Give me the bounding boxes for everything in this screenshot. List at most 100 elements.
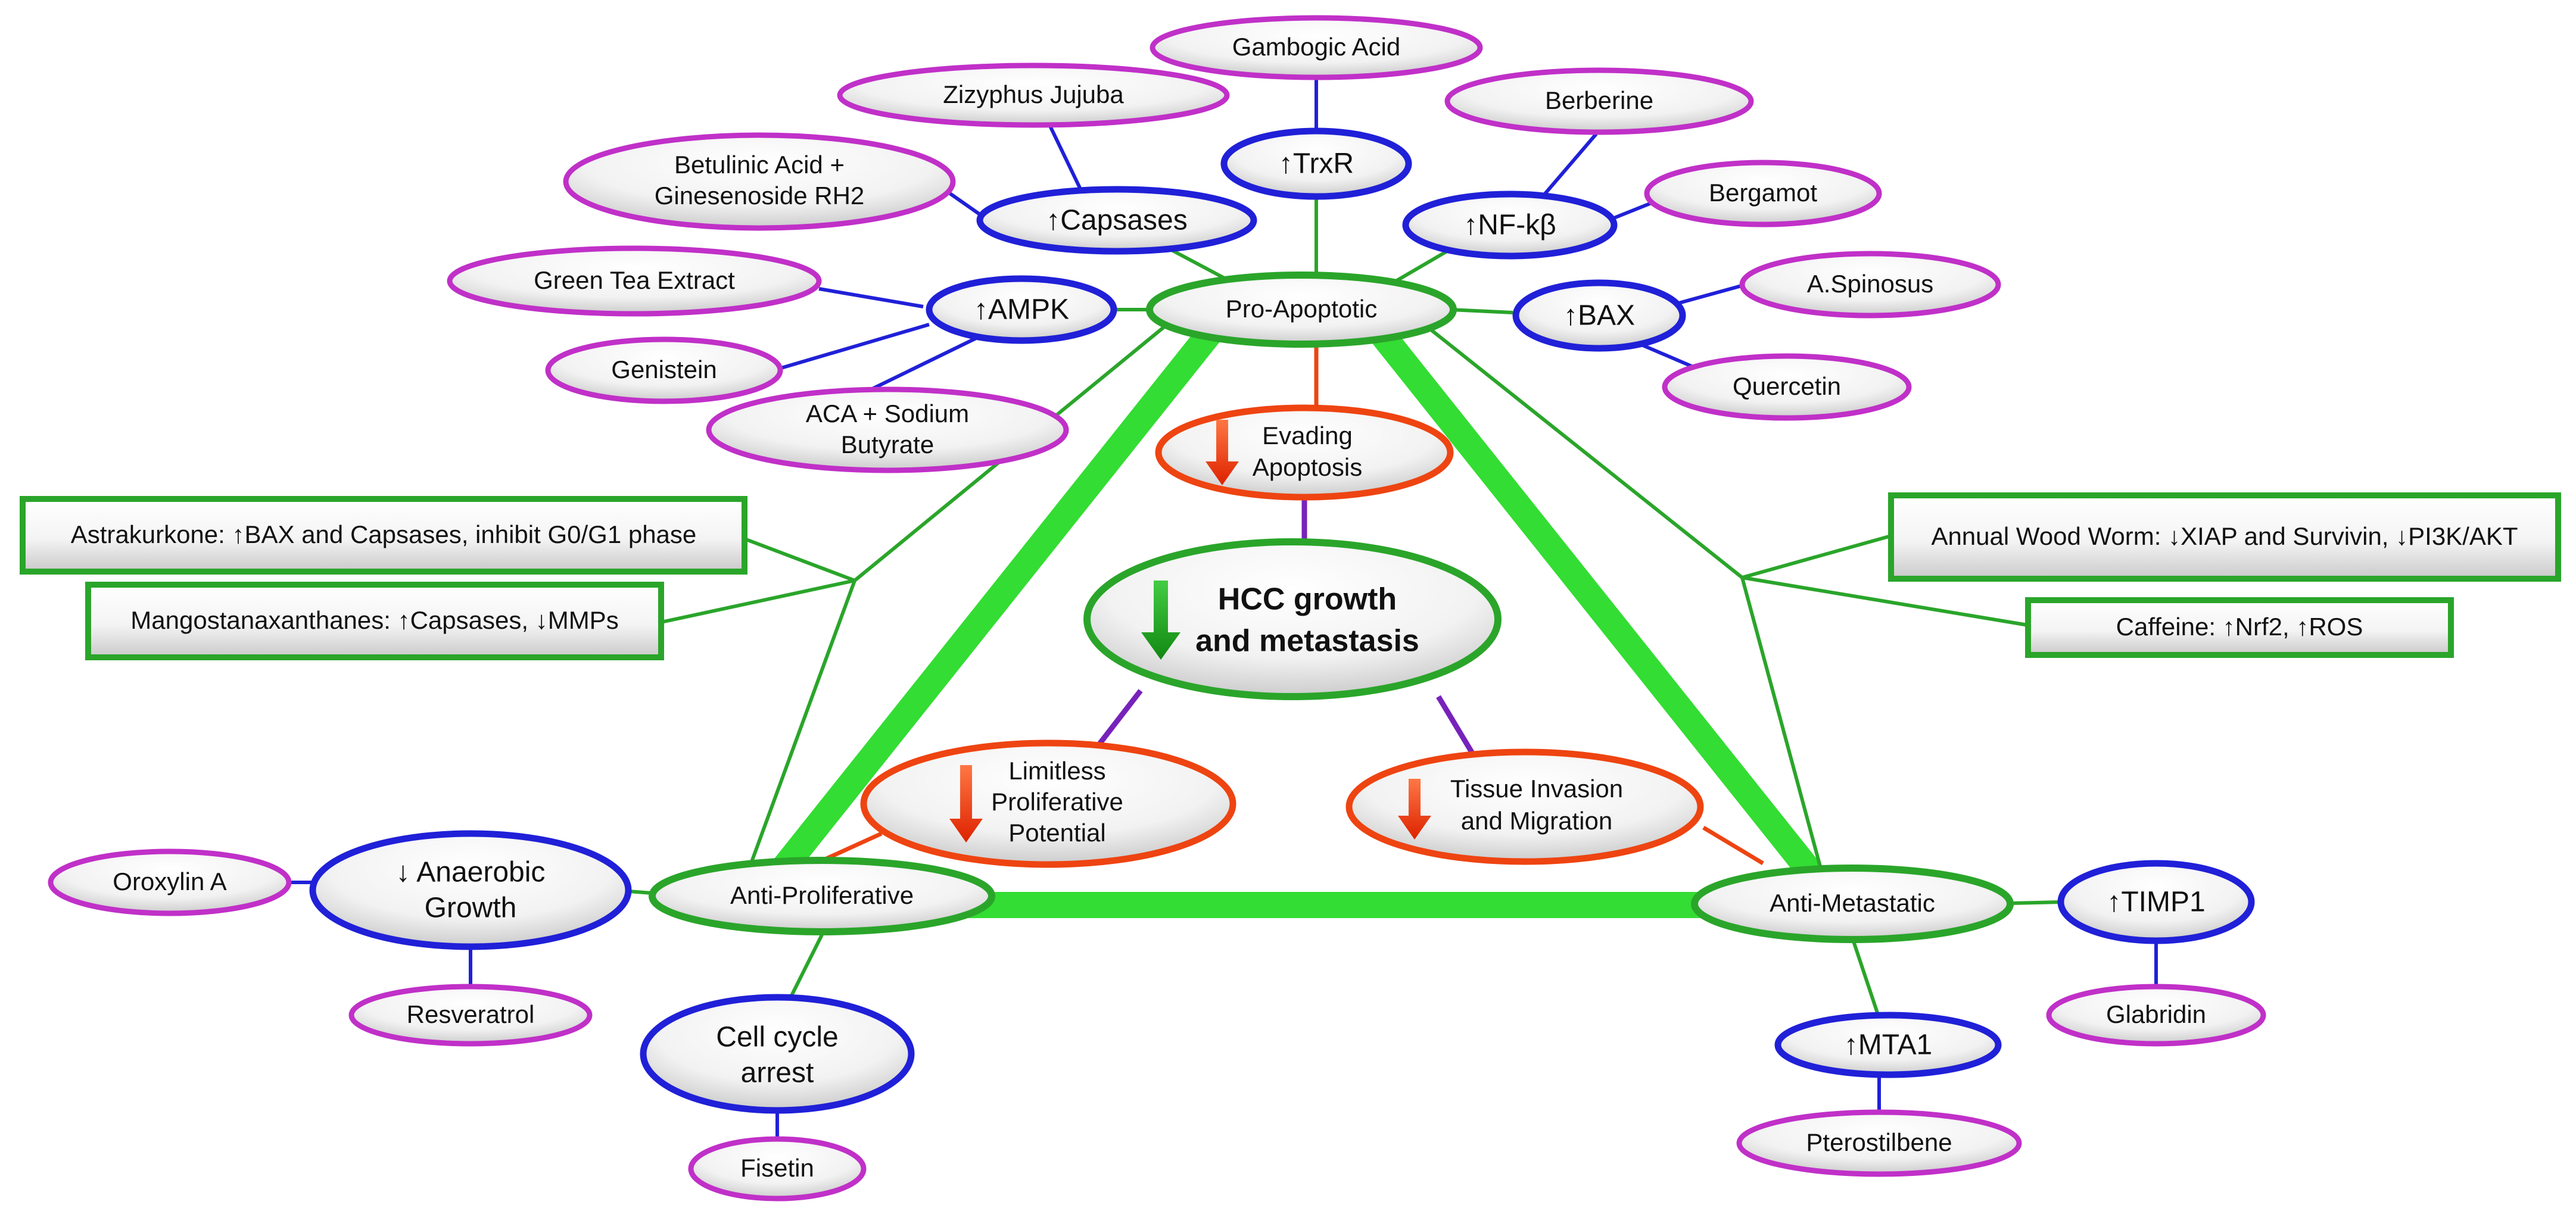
node-berberine: Berberine	[1444, 67, 1754, 135]
label-ampk: ↑AMPK	[974, 294, 1069, 326]
box-caffeine: Caffeine: ↑Nrf2, ↑ROS	[2025, 597, 2454, 658]
label-greentea: Green Tea Extract	[534, 266, 735, 294]
box-astrakurkone: Astrakurkone: ↑BAX and Capsases, inhibit…	[20, 496, 747, 575]
line-ampk-aca	[856, 335, 981, 398]
line-meta-right-branch	[1740, 577, 1824, 876]
label-berberine: Berberine	[1545, 86, 1653, 114]
label-pterostilbene: Pterostilbene	[1806, 1128, 1952, 1156]
boxes: Astrakurkone: ↑BAX and Capsases, inhibit…	[20, 492, 2561, 660]
node-ampk: ↑AMPK	[926, 275, 1117, 344]
label-resveratrol: Resveratrol	[407, 1000, 535, 1028]
line-meta-mta1	[1851, 937, 1881, 1019]
label-caffeine: Caffeine: ↑Nrf2, ↑ROS	[2116, 613, 2363, 641]
triangle-left-edge	[755, 302, 1237, 900]
line-branch-woodworm	[1742, 534, 1892, 579]
label-aca-2: Butyrate	[841, 430, 934, 458]
label-mangostana: Mangostanaxanthanes: ↑Capsases, ↓MMPs	[130, 606, 618, 634]
label-timp1: ↑TIMP1	[2107, 887, 2205, 918]
node-greentea: Green Tea Extract	[447, 245, 822, 317]
label-anti-metastatic: Anti-Metastatic	[1770, 889, 1935, 917]
node-anti-metastatic: Anti-Metastatic	[1691, 865, 2014, 943]
line-nfkb-berberine	[1541, 133, 1598, 198]
label-limitless-3: Potential	[1008, 819, 1105, 847]
label-gambogic: Gambogic Acid	[1232, 33, 1400, 61]
label-cellcycle-2: arrest	[741, 1057, 814, 1089]
label-evading-2: Apoptosis	[1253, 453, 1362, 481]
label-limitless-2: Proliferative	[991, 788, 1123, 816]
label-bax: ↑BAX	[1563, 300, 1635, 332]
node-resveratrol: Resveratrol	[348, 984, 593, 1047]
line-meta-tissue	[1702, 825, 1764, 866]
node-timp1: ↑TIMP1	[2057, 860, 2255, 944]
node-pro-apoptotic: Pro-Apoptotic	[1146, 272, 1457, 348]
node-oroxylin: Oroxylin A	[48, 848, 292, 916]
down-arrow-icon	[949, 765, 983, 842]
node-anti-proliferative: Anti-Proliferative	[649, 857, 995, 935]
label-pro-apoptotic: Pro-Apoptotic	[1226, 295, 1377, 323]
down-arrow-icon	[1398, 779, 1431, 840]
line-prolif-cellcycle	[787, 934, 824, 1001]
label-anaerobic-1: ↓ Anaerobic	[396, 857, 546, 888]
node-glabridin: Glabridin	[2046, 984, 2266, 1047]
node-nfkb: ↑NF-kβ	[1402, 191, 1618, 260]
line-nfkb-bergamot	[1607, 201, 1654, 222]
label-anaerobic-2: Growth	[425, 893, 517, 924]
target-nodes: ↑TrxR ↑Capsases ↑NF-kβ ↑AMPK ↑BAX ↓ Anae…	[309, 127, 2255, 1114]
node-cellcycle: Cell cycle arrest	[640, 994, 915, 1114]
label-zizyphus: Zizyphus Jujuba	[943, 80, 1124, 108]
hub-nodes: Pro-Apoptotic Anti-Proliferative Anti-Me…	[649, 272, 2014, 943]
label-genistein: Genistein	[611, 355, 717, 383]
line-ampk-greentea	[818, 287, 924, 308]
box-mangostana: Mangostanaxanthanes: ↑Capsases, ↓MMPs	[85, 582, 664, 660]
label-quercetin: Quercetin	[1733, 372, 1841, 400]
label-center-1: HCC growth	[1218, 582, 1397, 617]
line-center-tissue	[1436, 695, 1477, 758]
node-zizyphus: Zizyphus Jujuba	[837, 63, 1230, 128]
label-center-2: and metastasis	[1195, 624, 1419, 659]
label-bergamot: Bergamot	[1709, 179, 1817, 207]
node-betulinic: Betulinic Acid + Ginesenoside RH2	[563, 132, 956, 231]
node-quercetin: Quercetin	[1662, 353, 1912, 421]
label-astrakurkone: Astrakurkone: ↑BAX and Capsases, inhibit…	[71, 520, 697, 548]
node-trxr: ↑TrxR	[1220, 127, 1412, 200]
label-anti-proliferative: Anti-Proliferative	[730, 881, 914, 909]
line-capsases-zizyphus	[1044, 115, 1086, 198]
line-branch-astrakurkone	[743, 537, 856, 582]
label-nfkb: ↑NF-kβ	[1463, 210, 1556, 241]
label-limitless-1: Limitless	[1008, 757, 1105, 785]
label-capsases: ↑Capsases	[1046, 205, 1187, 236]
label-evading-1: Evading	[1262, 422, 1353, 450]
node-mta1: ↑MTA1	[1774, 1012, 2002, 1078]
label-trxr: ↑TrxR	[1279, 148, 1354, 180]
triangle-right-edge	[1354, 302, 1836, 900]
label-cellcycle-1: Cell cycle	[716, 1022, 838, 1053]
node-bax: ↑BAX	[1512, 279, 1686, 352]
label-glabridin: Glabridin	[2106, 1000, 2206, 1028]
line-pro-bax	[1450, 308, 1513, 314]
label-woodworm: Annual Wood Worm: ↓XIAP and Survivin, ↓P…	[1931, 522, 2518, 550]
compound-nodes: Gambogic Acid Zizyphus Jujuba Berberine …	[48, 15, 2266, 1202]
label-oroxylin: Oroxylin A	[113, 867, 226, 895]
label-tissue-2: and Migration	[1461, 807, 1612, 835]
label-fisetin: Fisetin	[740, 1154, 814, 1182]
node-aca: ACA + Sodium Butyrate	[706, 386, 1069, 473]
node-limitless: Limitless Proliferative Potential	[860, 739, 1236, 868]
down-arrow-icon	[1141, 581, 1180, 660]
line-capsases-betulinic	[949, 192, 981, 216]
node-fisetin: Fisetin	[688, 1136, 867, 1202]
node-pterostilbene: Pterostilbene	[1736, 1109, 2022, 1177]
label-mta1: ↑MTA1	[1844, 1029, 1932, 1061]
node-anaerobic: ↓ Anaerobic Growth	[309, 830, 632, 950]
line-branch-mangostana	[661, 579, 855, 624]
box-woodworm: Annual Wood Worm: ↓XIAP and Survivin, ↓P…	[1888, 492, 2561, 582]
label-aca-1: ACA + Sodium	[806, 400, 969, 427]
center-node: HCC growth and metastasis	[1083, 538, 1502, 700]
label-betulinic-2: Ginesenoside RH2	[655, 182, 865, 210]
hallmark-nodes: Evading Apoptosis Limitless Proliferativ…	[860, 404, 1704, 868]
node-gambogic: Gambogic Acid	[1150, 15, 1483, 80]
line-pro-right-branch	[1404, 308, 1743, 579]
line-ampk-genistein	[777, 323, 930, 371]
node-capsases: ↑Capsases	[976, 186, 1257, 255]
node-evading-apoptosis: Evading Apoptosis	[1155, 404, 1454, 501]
